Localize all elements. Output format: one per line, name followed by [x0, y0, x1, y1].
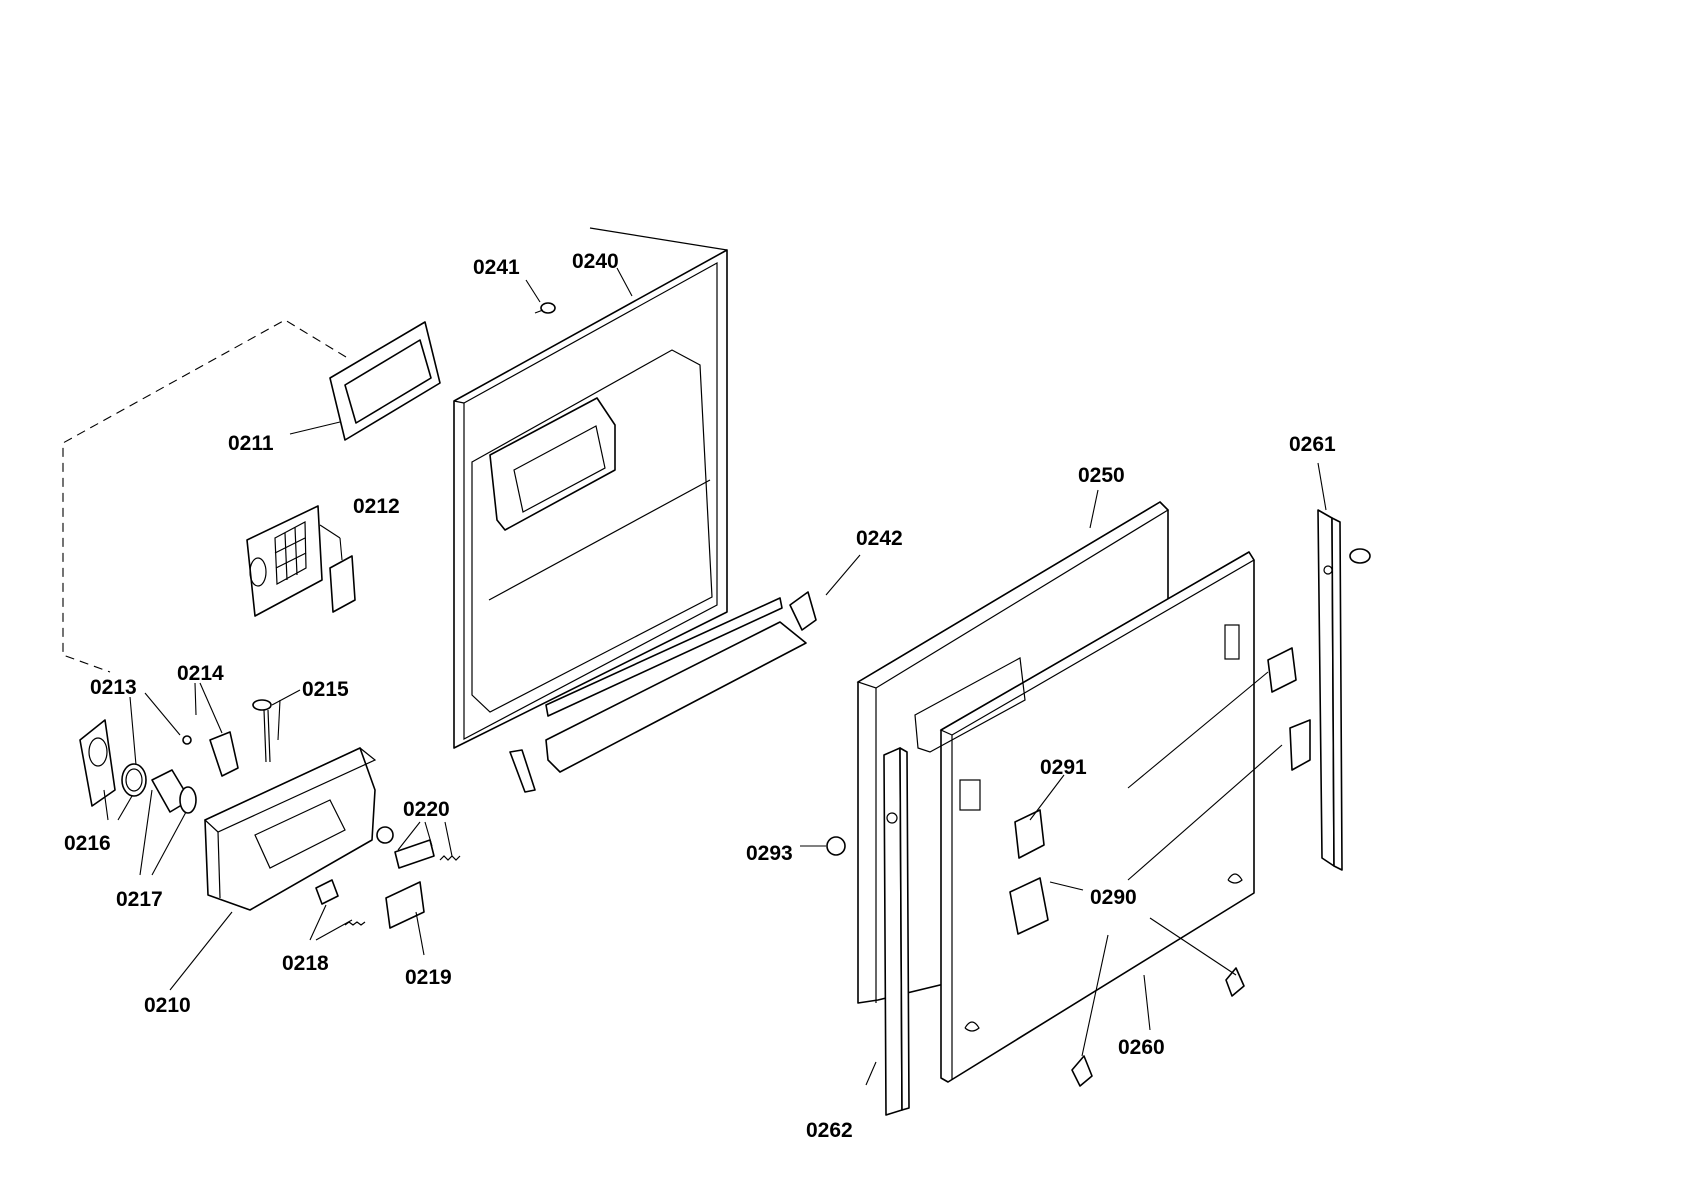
- part-0291-switch: [1014, 809, 1045, 859]
- part-0211-gasket-frame: [329, 321, 441, 441]
- part-0214-lever: [182, 731, 239, 777]
- label-0240: 0240: [572, 250, 619, 273]
- label-0262: 0262: [806, 1119, 853, 1142]
- part-0293-knob: [826, 836, 846, 856]
- part-0216-cap: [79, 719, 116, 807]
- label-0216: 0216: [64, 832, 111, 855]
- part-0290-brackets: [1009, 647, 1311, 1087]
- part-0218-springs: [315, 879, 366, 926]
- label-0220: 0220: [403, 798, 450, 821]
- label-0212: 0212: [353, 495, 400, 518]
- label-0241: 0241: [473, 256, 520, 279]
- part-0217-tube: [151, 769, 197, 814]
- part-0212-filter-cover: [246, 505, 356, 617]
- label-0213: 0213: [90, 676, 137, 699]
- label-0215: 0215: [302, 678, 349, 701]
- part-0261-right-rail: [1317, 509, 1371, 871]
- label-0214: 0214: [177, 662, 224, 685]
- part-0241-screw: [534, 302, 556, 314]
- part-0242-gasket-strips: [509, 591, 817, 793]
- label-0210: 0210: [144, 994, 191, 1017]
- part-0260-front-panel: [914, 551, 1255, 1083]
- label-0261: 0261: [1289, 433, 1336, 456]
- part-0219-block: [385, 881, 425, 929]
- part-0240-inner-door: [453, 227, 728, 749]
- label-0218: 0218: [282, 952, 329, 975]
- part-0262-left-rail: [883, 747, 910, 1116]
- label-0219: 0219: [405, 966, 452, 989]
- label-0293: 0293: [746, 842, 793, 865]
- label-0250: 0250: [1078, 464, 1125, 487]
- label-0290: 0290: [1090, 886, 1137, 909]
- part-0215-pin: [252, 699, 272, 763]
- part-0220-latch: [376, 826, 461, 869]
- label-0242: 0242: [856, 527, 903, 550]
- leader-lines: [103, 267, 1327, 1086]
- part-0210-dispenser-housing: [203, 747, 377, 911]
- label-0217: 0217: [116, 888, 163, 911]
- label-0260: 0260: [1118, 1036, 1165, 1059]
- part-0213-ring: [121, 763, 147, 797]
- assembly-dashed-line: [62, 319, 347, 673]
- label-0211: 0211: [228, 432, 274, 455]
- label-0291: 0291: [1040, 756, 1087, 779]
